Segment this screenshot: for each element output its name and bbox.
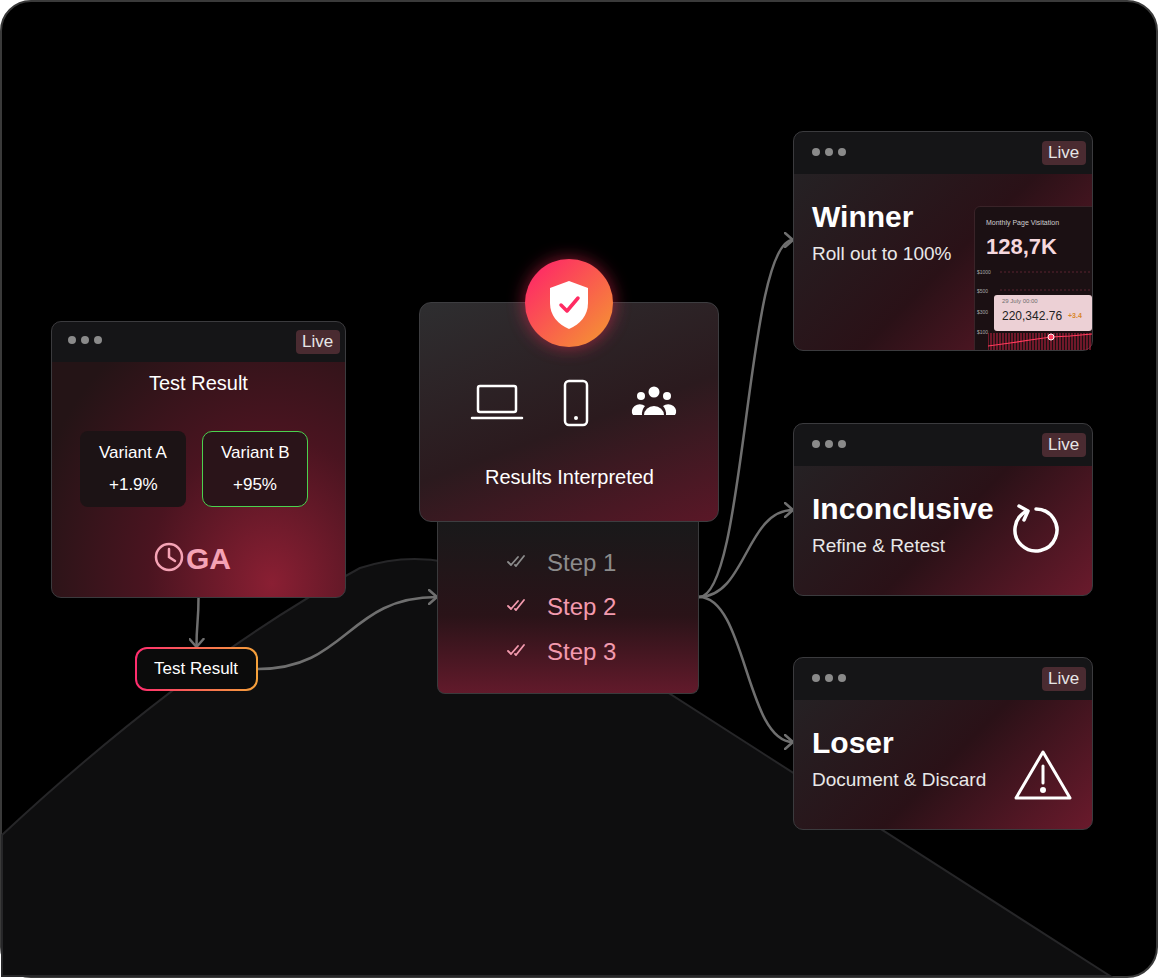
variant-box: Variant A +1.9% xyxy=(80,431,186,507)
node-heading: Monthly Page Visitation xyxy=(986,219,1059,227)
window-dots xyxy=(68,148,846,682)
laptop-icon xyxy=(472,386,522,418)
live-badge: Live xyxy=(1042,667,1086,691)
node-heading: Live xyxy=(1048,669,1079,689)
mini-chart xyxy=(988,272,1092,350)
shield-badge xyxy=(525,259,613,347)
warning-icon xyxy=(1016,752,1070,798)
chart-widget: Monthly Page Visitation 128,7K 29 July 00:… xyxy=(974,206,1093,351)
check-icons xyxy=(508,556,524,655)
node-text: 128,7K xyxy=(986,234,1057,260)
people-icon xyxy=(632,387,676,416)
node-text: Roll out to 100% xyxy=(812,243,951,266)
variant-box: Variant B +95% xyxy=(202,431,308,507)
axis-label: $1000 xyxy=(977,269,991,275)
live-badge: Live xyxy=(1042,433,1086,457)
node-text: Document & Discard xyxy=(812,769,986,792)
outcome-card: InconclusiveRefine & Retest Live xyxy=(793,423,1093,596)
node-text: Step 2 xyxy=(547,593,616,622)
clock-icon xyxy=(156,544,182,570)
flow-connector xyxy=(197,598,199,647)
result-pill: Test Result xyxy=(135,647,258,691)
outcome-card: LoserDocument & Discard Live xyxy=(793,657,1093,830)
steps-panel: Step 1 Step 2 Step 3 xyxy=(437,522,699,694)
flow-connector xyxy=(258,597,437,669)
axis-label: $300 xyxy=(977,309,988,315)
flow-connector xyxy=(699,510,793,597)
node-text: Refine & Retest xyxy=(812,535,945,558)
live-badge: Live xyxy=(1042,141,1086,165)
node-text: Step 3 xyxy=(547,638,616,667)
axis-label: $500 xyxy=(977,288,988,294)
node-text: +1.9% xyxy=(109,475,158,495)
refresh-icon xyxy=(1015,506,1057,551)
node-text: +3.4 xyxy=(1068,312,1082,320)
node-heading: Live xyxy=(302,332,333,352)
interpret-card: Results Interpreted xyxy=(419,302,719,522)
node-heading: Live xyxy=(1048,435,1079,455)
node-text: +95% xyxy=(233,475,277,495)
flow-connector xyxy=(699,597,793,742)
live-badge: Live xyxy=(296,330,340,354)
result-card: Test ResultGA LiveVariant A +1.9% Variant B… xyxy=(51,321,346,598)
node-text: 220,342.76 xyxy=(1002,309,1062,323)
node-heading: Variant A xyxy=(99,443,167,463)
node-heading: Loser xyxy=(812,725,894,761)
node-heading: Test Result xyxy=(149,371,248,395)
node-heading: Live xyxy=(1048,143,1079,163)
node-heading: 29 July 00:00 xyxy=(1002,298,1038,305)
node-heading: Inconclusive xyxy=(812,491,994,527)
outcome-card: WinnerRoll out to 100% LiveMonthly Page V… xyxy=(793,131,1093,351)
node-heading: Step 1 xyxy=(547,549,616,578)
node-text: GA xyxy=(186,541,231,577)
chart-tooltip: 29 July 00:00 220,342.76 +3.4 xyxy=(994,295,1092,331)
node-heading: Test Result xyxy=(154,659,238,679)
node-heading: Winner xyxy=(812,199,913,235)
phone-icon xyxy=(565,381,587,425)
node-heading: Variant B xyxy=(221,443,290,463)
axis-label: $100 xyxy=(977,329,988,335)
node-heading: Results Interpreted xyxy=(485,465,654,489)
